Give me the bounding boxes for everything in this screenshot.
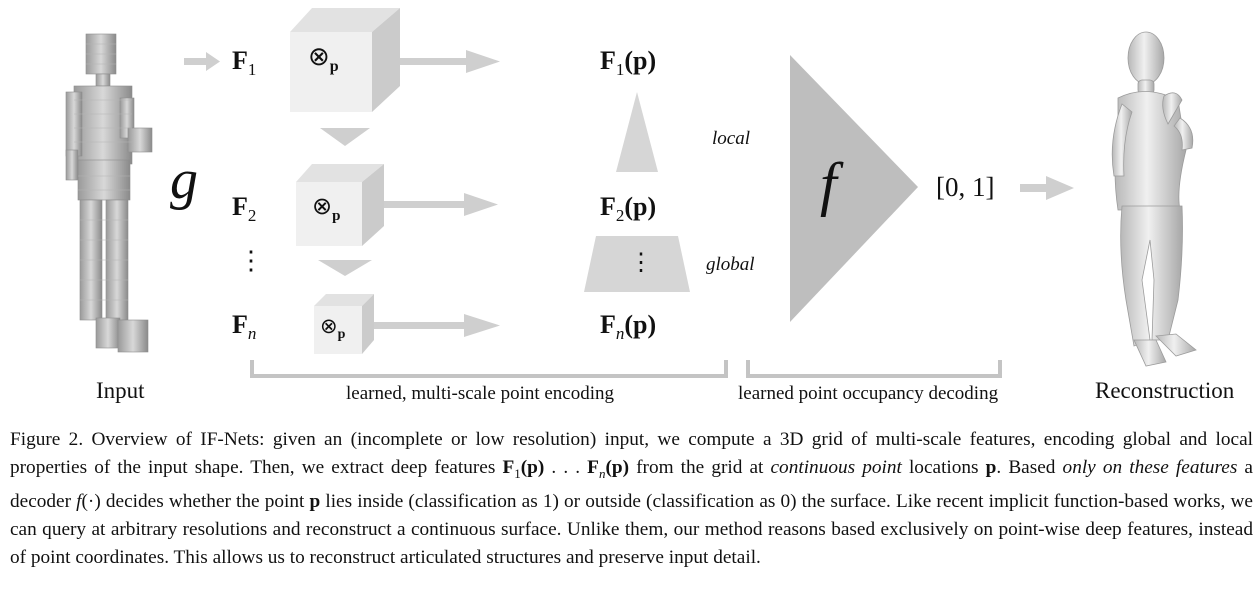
figure-diagram — [65, 8, 1197, 378]
g-function-symbol: g — [170, 149, 198, 211]
downsample-arrow-2 — [318, 260, 372, 276]
decoding-label: learned point occupancy decoding — [738, 383, 999, 404]
figure-caption: Figure 2. Overview of IF-Nets: given an … — [10, 429, 1253, 568]
feature-arrow-2 — [384, 193, 498, 216]
decoder-triangle — [790, 55, 918, 322]
feature-arrow-1 — [400, 50, 500, 73]
conv-symbol-n: ⊗p — [320, 314, 346, 343]
input-arrow — [184, 52, 220, 71]
feature-arrow-n — [374, 314, 500, 337]
encoding-bracket — [250, 360, 728, 378]
input-voxel-figure — [65, 33, 153, 353]
conv-symbol-2: ⊗p — [312, 194, 341, 224]
pyramid-vdots: ⋮ — [629, 250, 653, 276]
reconstruction-figure — [1111, 31, 1197, 367]
voxel-grid-lines — [74, 43, 132, 301]
feature-p-label-n: Fn(p) — [600, 310, 657, 344]
encoding-label: learned, multi-scale point encoding — [346, 383, 615, 404]
conv-symbol-1: ⊗p — [308, 42, 339, 76]
output-arrow — [1020, 176, 1074, 200]
output-interval: [0, 1] — [936, 172, 995, 202]
local-label: local — [712, 128, 750, 149]
input-label: Input — [96, 378, 145, 403]
global-label: global — [706, 254, 755, 275]
feature-p-label-1: F1(p) — [600, 46, 657, 80]
feature-vdots: ⋮ — [238, 246, 264, 275]
local-pyramid — [616, 92, 658, 172]
feature-p-label-2: F2(p) — [600, 192, 657, 226]
global-pyramid — [584, 236, 690, 292]
reconstruction-label: Reconstruction — [1095, 378, 1235, 403]
f-decoder-symbol: f — [820, 151, 837, 217]
feature-cube-1 — [290, 8, 400, 112]
feature-label-n: Fn — [232, 310, 257, 344]
decoding-bracket — [746, 360, 1002, 378]
downsample-arrow-1 — [320, 128, 370, 146]
feature-cube-2 — [296, 164, 384, 246]
feature-label-1: F1 — [232, 46, 257, 80]
feature-cube-n — [314, 294, 374, 354]
feature-label-2: F2 — [232, 192, 257, 226]
